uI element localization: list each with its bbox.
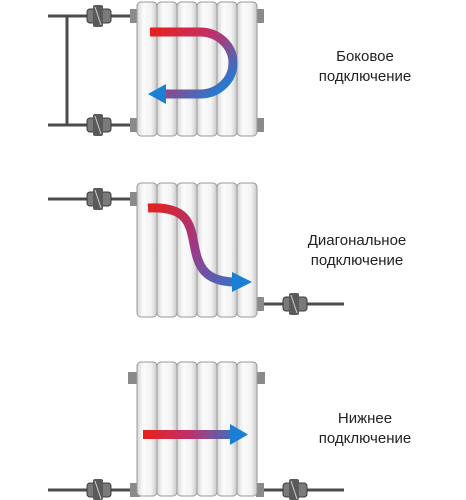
valve-supply-side [86,5,112,27]
caption-bottom-line2: подключение [318,430,412,447]
s-curve-arrow-icon [147,203,252,292]
straight-arrow-icon [143,424,248,445]
valve-return-side [86,114,112,136]
caption-bottom-connection: Нижнее подключение [290,409,440,449]
valve-supply-bottom [86,479,112,500]
valve-return-diagonal [282,293,308,315]
caption-diagonal-line1: Диагональное [307,232,407,249]
caption-side-connection: Боковое подключение [290,47,440,87]
caption-diagonal-connection: Диагональное подключение [282,231,432,271]
valve-supply-diagonal [86,188,112,210]
radiator-bottom [128,361,265,497]
caption-bottom-line1: Нижнее [337,410,393,427]
caption-side-line2: подключение [318,68,412,85]
caption-diagonal-line2: подключение [310,252,404,269]
caption-side-line1: Боковое [336,48,394,65]
u-turn-arrow-icon [148,27,238,104]
valve-return-bottom [282,479,308,500]
radiator-side [130,1,264,137]
